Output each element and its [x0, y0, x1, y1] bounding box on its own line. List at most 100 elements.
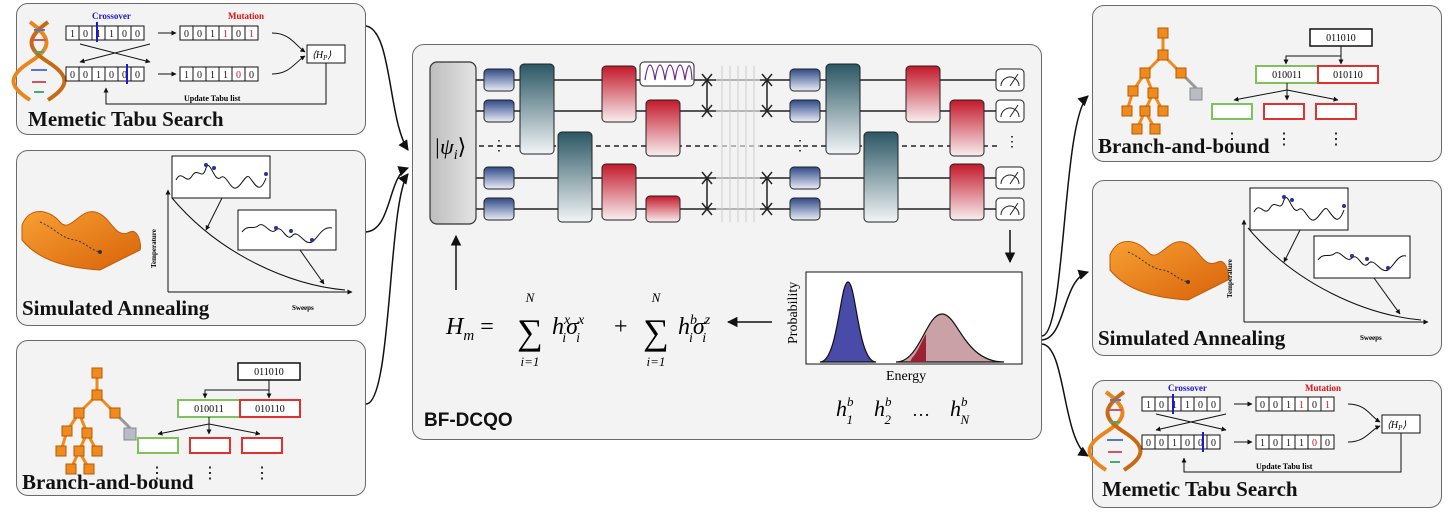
parent-a-cell: [1206, 396, 1221, 412]
svg-text:hb1: hb1: [836, 394, 854, 427]
dna-icon: [1087, 390, 1143, 472]
child-a-bit: 1: [1286, 400, 1291, 411]
svg-text:+: +: [614, 314, 628, 340]
plot-xlabel: Energy: [886, 369, 926, 384]
child-b-cell: [244, 66, 259, 82]
single-qubit-gate: [789, 68, 821, 92]
child-a-bit: 0: [1260, 400, 1265, 411]
child-a-bit: 0: [236, 29, 241, 40]
right-sa-group: Temperature Sweeps: [1109, 187, 1429, 342]
right-bnb-title: Branch-and-bound: [1098, 134, 1270, 158]
parent-b-bit: 0: [1159, 438, 1164, 449]
child-a-bit: 0: [184, 29, 189, 40]
two-qubit-gate-red: [645, 195, 681, 223]
child-b-cell: [1320, 434, 1335, 450]
svg-text:i=1: i=1: [647, 354, 666, 369]
left-to-center-arrows: [365, 25, 409, 405]
child-a-bit: 1: [223, 29, 228, 40]
two-qubit-gate-red: [601, 65, 637, 123]
parent-a-bit: 0: [135, 29, 140, 40]
child-b-bit: 0: [1273, 438, 1278, 449]
single-qubit-gate: [483, 197, 515, 221]
left-bnb-title: Branch-and-bound: [22, 470, 194, 494]
svg-text:⋮: ⋮: [1328, 131, 1344, 148]
two-qubit-gate-red: [905, 65, 941, 123]
svg-text:hbN: hbN: [950, 394, 971, 427]
parent-b-bit: 0: [122, 70, 127, 81]
center-to-right-arrows: [1041, 95, 1090, 457]
child-b-bit: 0: [249, 70, 254, 81]
parent-b-bit: 0: [1211, 438, 1216, 449]
child-a-bit: 1: [1325, 400, 1330, 411]
two-qubit-gate-teal: [519, 63, 555, 155]
two-qubit-gate-red: [949, 163, 985, 221]
parent-b-bit: 0: [70, 70, 75, 81]
single-qubit-gate: [483, 99, 515, 123]
two-qubit-gate-teal: [863, 131, 899, 223]
circuit: |ψi⟩ ⋮ ⋮ ⋮: [429, 61, 1025, 290]
bnb-right-node: 010110: [255, 404, 285, 415]
hp-label: ⟨HP⟩: [312, 50, 331, 62]
parent-a-bit: 0: [83, 29, 88, 40]
child-b-bit: 0: [197, 70, 202, 81]
single-qubit-gate: [789, 99, 821, 123]
measurement-icon: [995, 197, 1025, 221]
center-title: BF-DCQO: [424, 410, 513, 431]
svg-text:…: …: [912, 400, 930, 420]
parent-b-bit: 0: [1185, 438, 1190, 449]
svg-text:hb2: hb2: [874, 394, 892, 427]
right-sa-title: Simulated Annealing: [1098, 326, 1286, 350]
right-mts-title: Memetic Tabu Search: [1102, 477, 1298, 501]
child-a-bit: 1: [249, 29, 254, 40]
sa-xlabel: Sweeps: [292, 304, 314, 312]
crossover-label: Crossover: [92, 11, 131, 21]
single-qubit-gate: [483, 166, 515, 190]
update-tabu-label: Update Tabu list: [184, 94, 241, 103]
child-b-bit: 1: [1286, 438, 1291, 449]
parent-b-bit: 0: [83, 70, 88, 81]
svg-text:010110: 010110: [1333, 70, 1363, 81]
parent-b-bit: 0: [1146, 438, 1151, 449]
child-b-bit: 0: [1312, 438, 1317, 449]
right-bnb-group: 011010 010011 010110 ⋮ ⋮ ⋮: [1121, 27, 1379, 148]
svg-text:⟨HP⟩: ⟨HP⟩: [1387, 420, 1406, 432]
sa-ylabel: Temperature: [150, 229, 158, 268]
energy-distribution-plot: Probability Energy: [786, 271, 1023, 384]
child-b-bit: 0: [1325, 438, 1330, 449]
left-sa-group: Temperature Sweeps: [21, 155, 353, 312]
svg-text:⋮: ⋮: [254, 465, 270, 482]
child-b-bit: 1: [1260, 438, 1265, 449]
svg-text:Temperature: Temperature: [1226, 259, 1234, 298]
tree-icon: [55, 367, 137, 475]
parent-a-bit: 0: [1211, 400, 1216, 411]
svg-text:Update Tabu list: Update Tabu list: [1256, 462, 1313, 471]
parent-b-bit: 1: [1172, 438, 1177, 449]
single-qubit-gate: [483, 68, 515, 92]
child-a-bit: 0: [1312, 400, 1317, 411]
svg-text:⋮: ⋮: [149, 465, 165, 482]
parent-a-bit: 0: [122, 29, 127, 40]
energy-landscape-icon: [1109, 241, 1229, 301]
svg-text:⋮: ⋮: [1276, 131, 1292, 148]
two-qubit-gate-teal: [825, 63, 861, 155]
parent-a-bit: 1: [1185, 400, 1190, 411]
temperature-curve: [171, 197, 346, 291]
mutation-label: Mutation: [228, 11, 264, 21]
svg-text:011010: 011010: [1326, 33, 1356, 44]
parent-b-bit: 0: [135, 70, 140, 81]
measurement-icon: [995, 99, 1025, 123]
two-qubit-gate-teal: [557, 131, 593, 223]
svg-text:⋮: ⋮: [1224, 131, 1240, 148]
parent-a-bit: 0: [1159, 400, 1164, 411]
svg-text:Mutation: Mutation: [1305, 383, 1341, 393]
svg-text:∑: ∑: [517, 312, 543, 352]
bnb-left-node: 010011: [194, 404, 224, 415]
svg-text:010011: 010011: [1272, 70, 1302, 81]
swap-gates: [701, 73, 773, 216]
svg-text:⋮: ⋮: [793, 139, 807, 154]
parent-a-bit: 1: [109, 29, 114, 40]
